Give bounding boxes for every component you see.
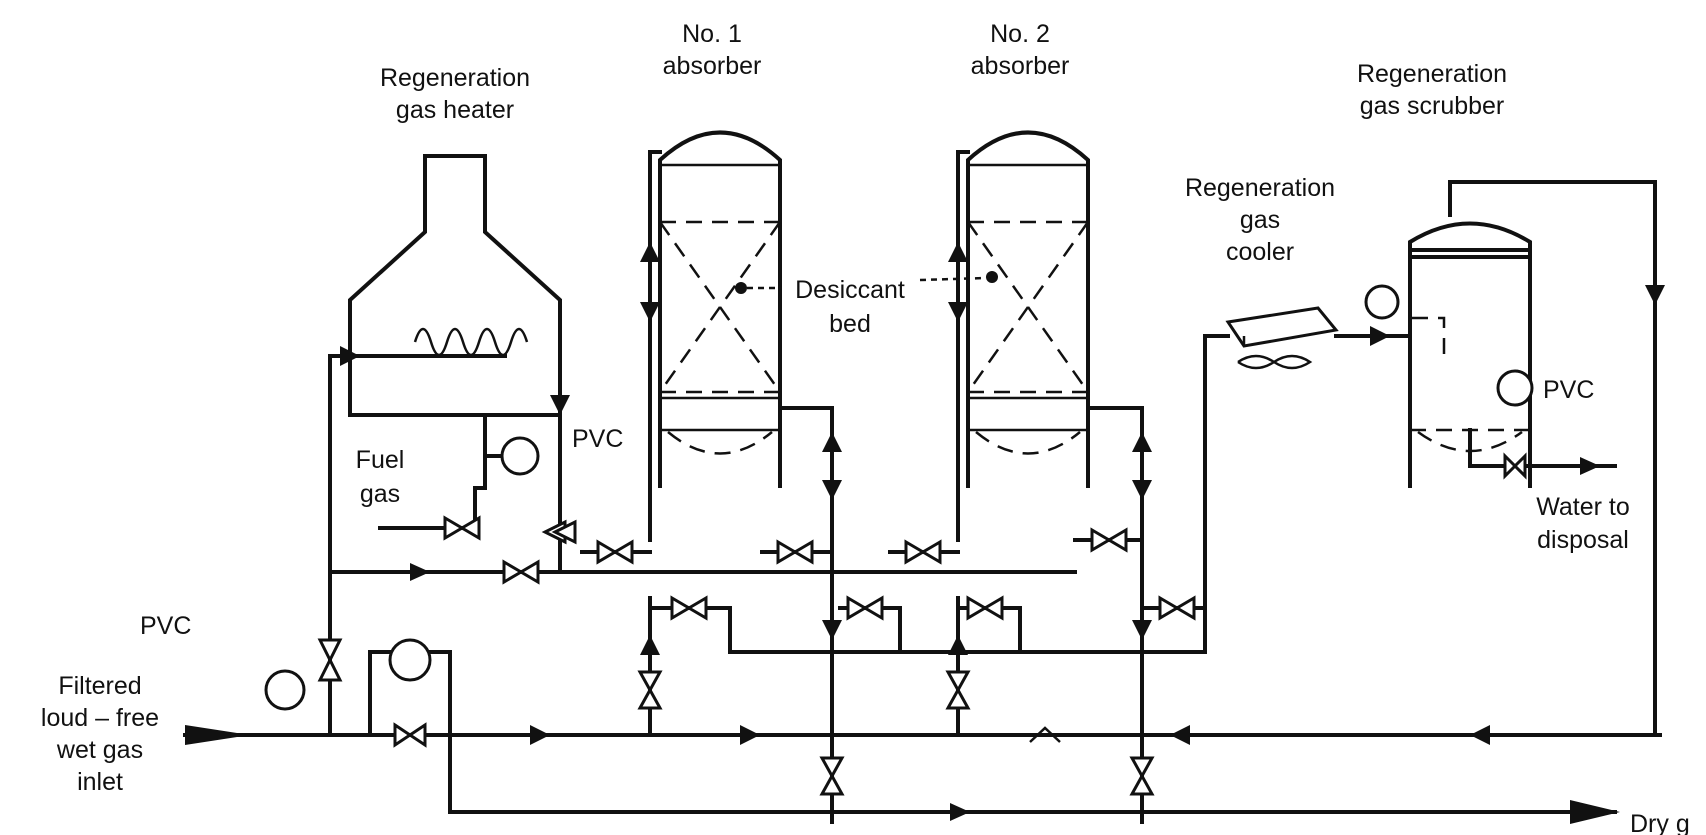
pvc-inlet-label: PVC xyxy=(140,612,191,640)
water-label-line2: disposal xyxy=(1537,526,1629,554)
desiccant-label-line1: Desiccant xyxy=(795,276,905,304)
absorber1-label-line2: absorber xyxy=(663,52,762,80)
inlet-label-line2: loud – free xyxy=(41,704,159,732)
regeneration-gas-heater xyxy=(328,154,562,417)
inlet-label-line3: wet gas xyxy=(56,736,143,764)
heater-label-line2: gas heater xyxy=(396,96,514,124)
desiccant-pointer-dot-2 xyxy=(986,271,998,283)
fuel-gas-label-line2: gas xyxy=(360,480,400,508)
pvc-heater-label: PVC xyxy=(572,425,623,453)
cooler-label-line2: gas xyxy=(1240,206,1280,234)
absorber2-label-line1: No. 2 xyxy=(990,20,1050,48)
pvc-scrubber-label: PVC xyxy=(1543,376,1594,404)
scrubber-label-line2: gas scrubber xyxy=(1360,92,1505,120)
flow-arrows xyxy=(340,242,1665,821)
absorber-2 xyxy=(966,130,1090,488)
inlet-label-line1: Filtered xyxy=(58,672,141,700)
regeneration-gas-cooler xyxy=(1225,306,1339,370)
valves xyxy=(264,284,1534,796)
outlet-label-line1: Dry g xyxy=(1630,810,1690,835)
absorber-1 xyxy=(658,130,782,488)
water-label-line1: Water to xyxy=(1536,493,1630,521)
desiccant-pointer-dot-1 xyxy=(735,282,747,294)
piping xyxy=(183,150,1662,824)
desiccant-label-line2: bed xyxy=(829,310,871,338)
absorber1-label-line1: No. 1 xyxy=(682,20,742,48)
cooler-label-line1: Regeneration xyxy=(1185,174,1335,202)
fuel-gas-label-line1: Fuel xyxy=(356,446,405,474)
inlet-label-line4: inlet xyxy=(77,768,123,796)
heater-label-line1: Regeneration xyxy=(380,64,530,92)
scrubber-label-line1: Regeneration xyxy=(1357,60,1507,88)
absorber2-label-line2: absorber xyxy=(971,52,1070,80)
cooler-label-line3: cooler xyxy=(1226,238,1294,266)
